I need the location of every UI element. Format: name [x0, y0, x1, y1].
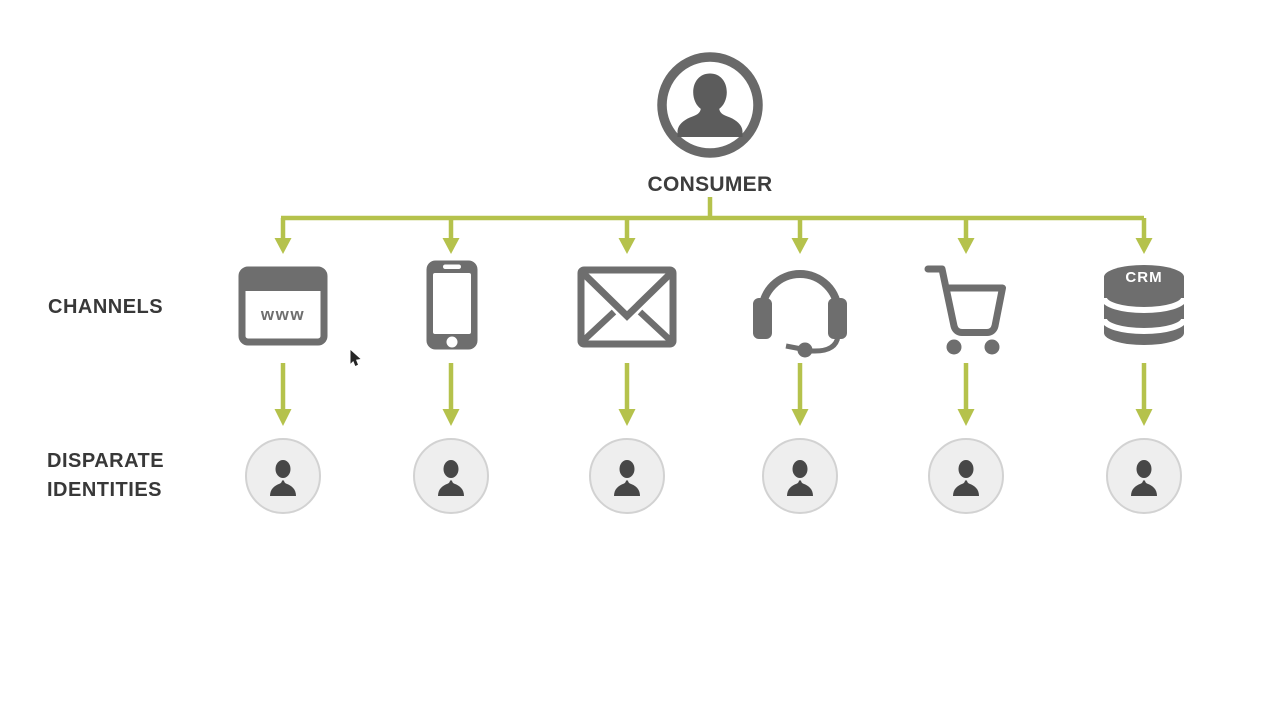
- identities-row-label: DISPARATE IDENTITIES: [47, 450, 165, 501]
- identity-node-6: [1106, 438, 1182, 514]
- channel-call-center: [752, 262, 848, 360]
- channel-ecommerce: [920, 256, 1016, 356]
- person-icon: [614, 460, 640, 496]
- channel-crm: CRM: [1100, 262, 1188, 348]
- connector-identity-lines: [280, 363, 1147, 411]
- identity-node-1: [245, 438, 321, 514]
- consumer-node: [653, 48, 767, 162]
- person-icon: [270, 460, 296, 496]
- envelope-icon: [577, 266, 677, 348]
- www-text: www: [260, 305, 305, 324]
- person-icon: [1131, 460, 1157, 496]
- channels-row-label: CHANNELS: [48, 296, 164, 318]
- arrowheads: [274, 238, 1153, 426]
- identity-node-5: [928, 438, 1004, 514]
- channel-mobile: [424, 258, 480, 352]
- smartphone-icon: [426, 260, 478, 350]
- identity-node-4: [762, 438, 838, 514]
- channel-email: [577, 266, 677, 348]
- identity-node-2: [413, 438, 489, 514]
- person-circle-icon: [657, 52, 763, 158]
- person-icon: [953, 460, 979, 496]
- crm-text: CRM: [1125, 269, 1162, 286]
- identity-node-3: [589, 438, 665, 514]
- person-icon: [438, 460, 464, 496]
- headset-icon: [753, 270, 847, 358]
- channel-website: www: [238, 266, 328, 346]
- browser-window-icon: www: [238, 266, 328, 346]
- database-icon: CRM: [1101, 265, 1187, 345]
- connector-drop-lines: [280, 218, 1147, 241]
- mouse-pointer-icon: [349, 349, 363, 367]
- person-icon: [787, 460, 813, 496]
- shopping-cart-icon: [924, 265, 1006, 355]
- consumer-label: CONSUMER: [647, 173, 773, 196]
